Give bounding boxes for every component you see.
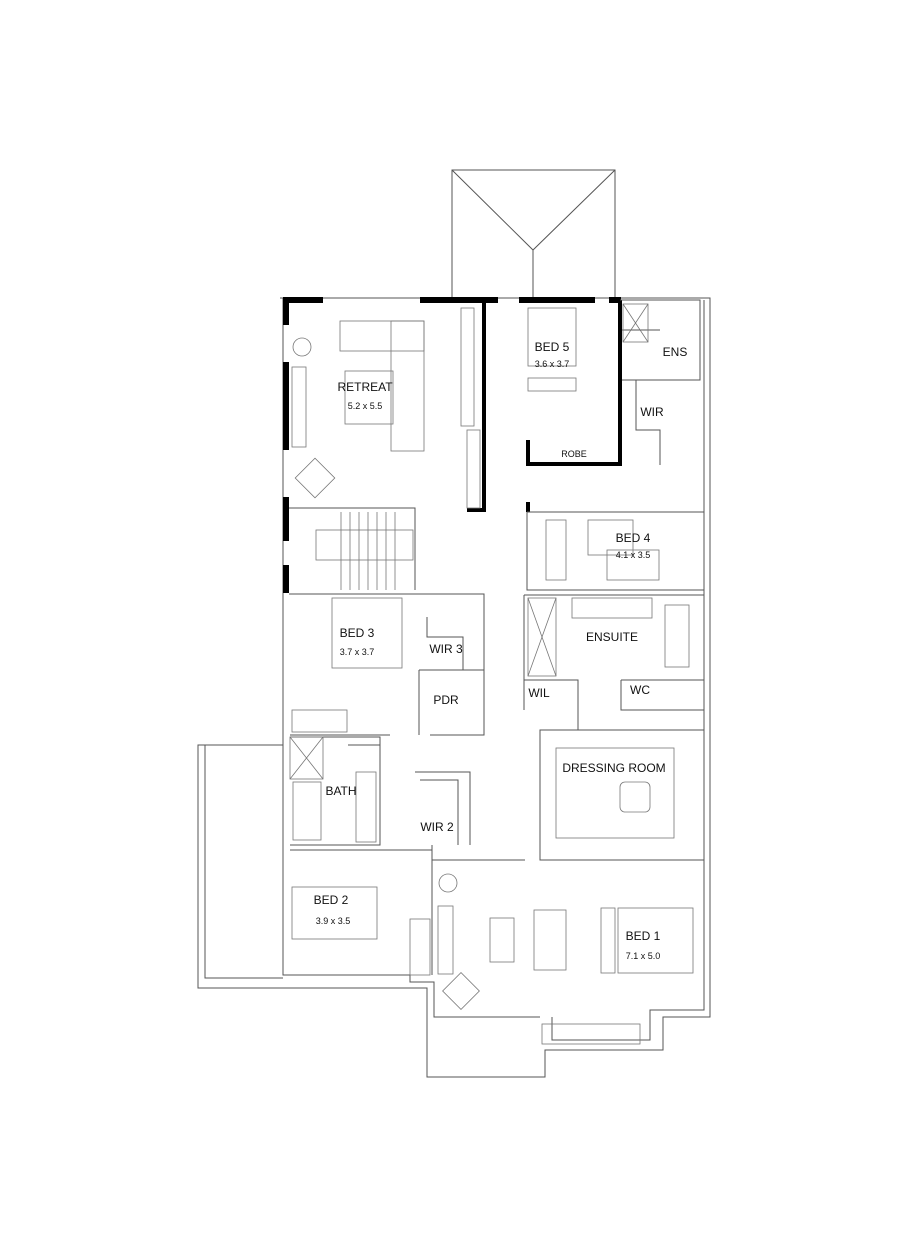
room-label-wil: WIL xyxy=(528,686,550,700)
room-label-bed5: BED 5 xyxy=(535,340,570,354)
outer-walls xyxy=(197,297,711,1078)
room-label-ensuite: ENSUITE xyxy=(586,630,638,644)
room-size-bed1: 7.1 x 5.0 xyxy=(626,951,661,961)
room-label-wir2: WIR 2 xyxy=(420,820,454,834)
room-label-dressing: DRESSING ROOM xyxy=(562,761,665,775)
room-label-bed3: BED 3 xyxy=(340,626,375,640)
room-size-bed2: 3.9 x 3.5 xyxy=(316,916,351,926)
furniture xyxy=(289,303,694,1045)
room-label-wir: WIR xyxy=(640,405,664,419)
room-label-bed2: BED 2 xyxy=(314,893,349,907)
roof xyxy=(451,169,616,299)
room-size-retreat: 5.2 x 5.5 xyxy=(348,401,383,411)
room-label-pdr: PDR xyxy=(433,693,459,707)
room-labels: RETREAT 5.2 x 5.5 BED 5 3.6 x 3.7 ENS WI… xyxy=(314,340,688,961)
interior-walls xyxy=(289,299,704,975)
room-label-ens: ENS xyxy=(663,345,688,359)
room-size-bed5: 3.6 x 3.7 xyxy=(535,359,570,369)
structural-walls xyxy=(283,297,622,593)
room-label-bath: BATH xyxy=(325,784,356,798)
room-label-bed4: BED 4 xyxy=(616,531,651,545)
room-label-bed1: BED 1 xyxy=(626,929,661,943)
room-label-robe: ROBE xyxy=(561,449,587,459)
room-label-wir3: WIR 3 xyxy=(429,642,463,656)
room-size-bed4: 4.1 x 3.5 xyxy=(616,550,651,560)
room-label-wc: WC xyxy=(630,683,650,697)
room-size-bed3: 3.7 x 3.7 xyxy=(340,647,375,657)
room-label-retreat: RETREAT xyxy=(337,380,393,394)
